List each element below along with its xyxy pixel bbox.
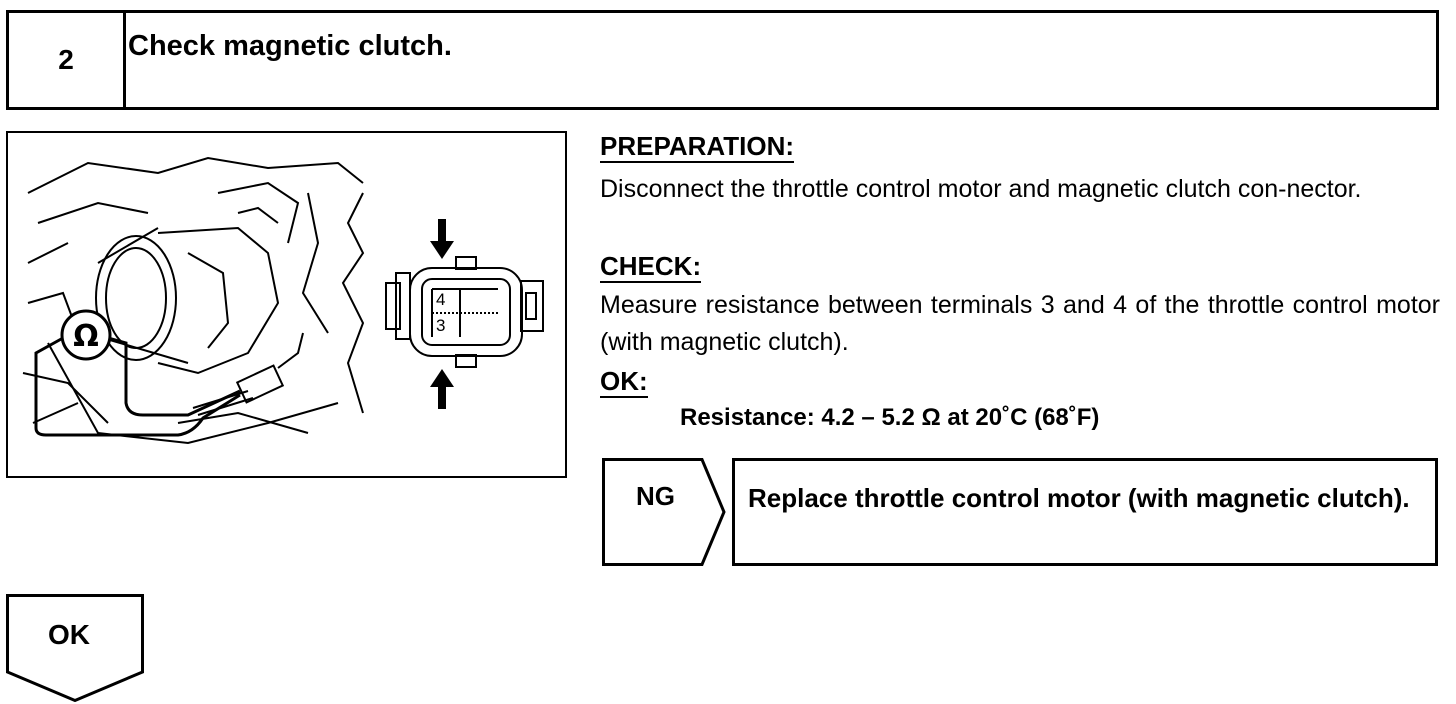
ng-action-text: Replace throttle control motor (with mag… [748, 483, 1410, 513]
terminal-4-label: 4 [436, 290, 445, 309]
throttle-body-drawing [22, 156, 365, 445]
ng-action-box [732, 458, 1438, 566]
connector-face-diagram [385, 256, 544, 368]
preparation-text: Disconnect the throttle control motor an… [600, 175, 1362, 203]
step-number: 2 [9, 13, 126, 107]
ng-tag-arrow [602, 458, 726, 566]
step-title: Check magnetic clutch. [128, 30, 452, 62]
ok-heading: OK: [600, 366, 648, 398]
terminal-3-label: 3 [436, 316, 445, 335]
ok-label: OK [48, 619, 90, 650]
illustration-figure: Ω 4 3 [6, 131, 567, 478]
preparation-heading: PREPARATION: [600, 131, 795, 163]
ng-label: NG [636, 481, 675, 511]
throttle-body-illustration: Ω 4 3 [22, 156, 544, 445]
resistance-spec: Resistance: 4.2 – 5.2 Ω at 20˚C (68˚F) [680, 404, 1100, 431]
ohmmeter-symbol: Ω [73, 319, 99, 354]
ok-tag-arrow [6, 594, 144, 702]
step-header: 2 [6, 10, 1439, 110]
pin-arrows [430, 219, 454, 409]
check-text: Measure resistance between terminals 3 a… [600, 291, 1440, 356]
check-heading: CHECK: [600, 251, 702, 283]
